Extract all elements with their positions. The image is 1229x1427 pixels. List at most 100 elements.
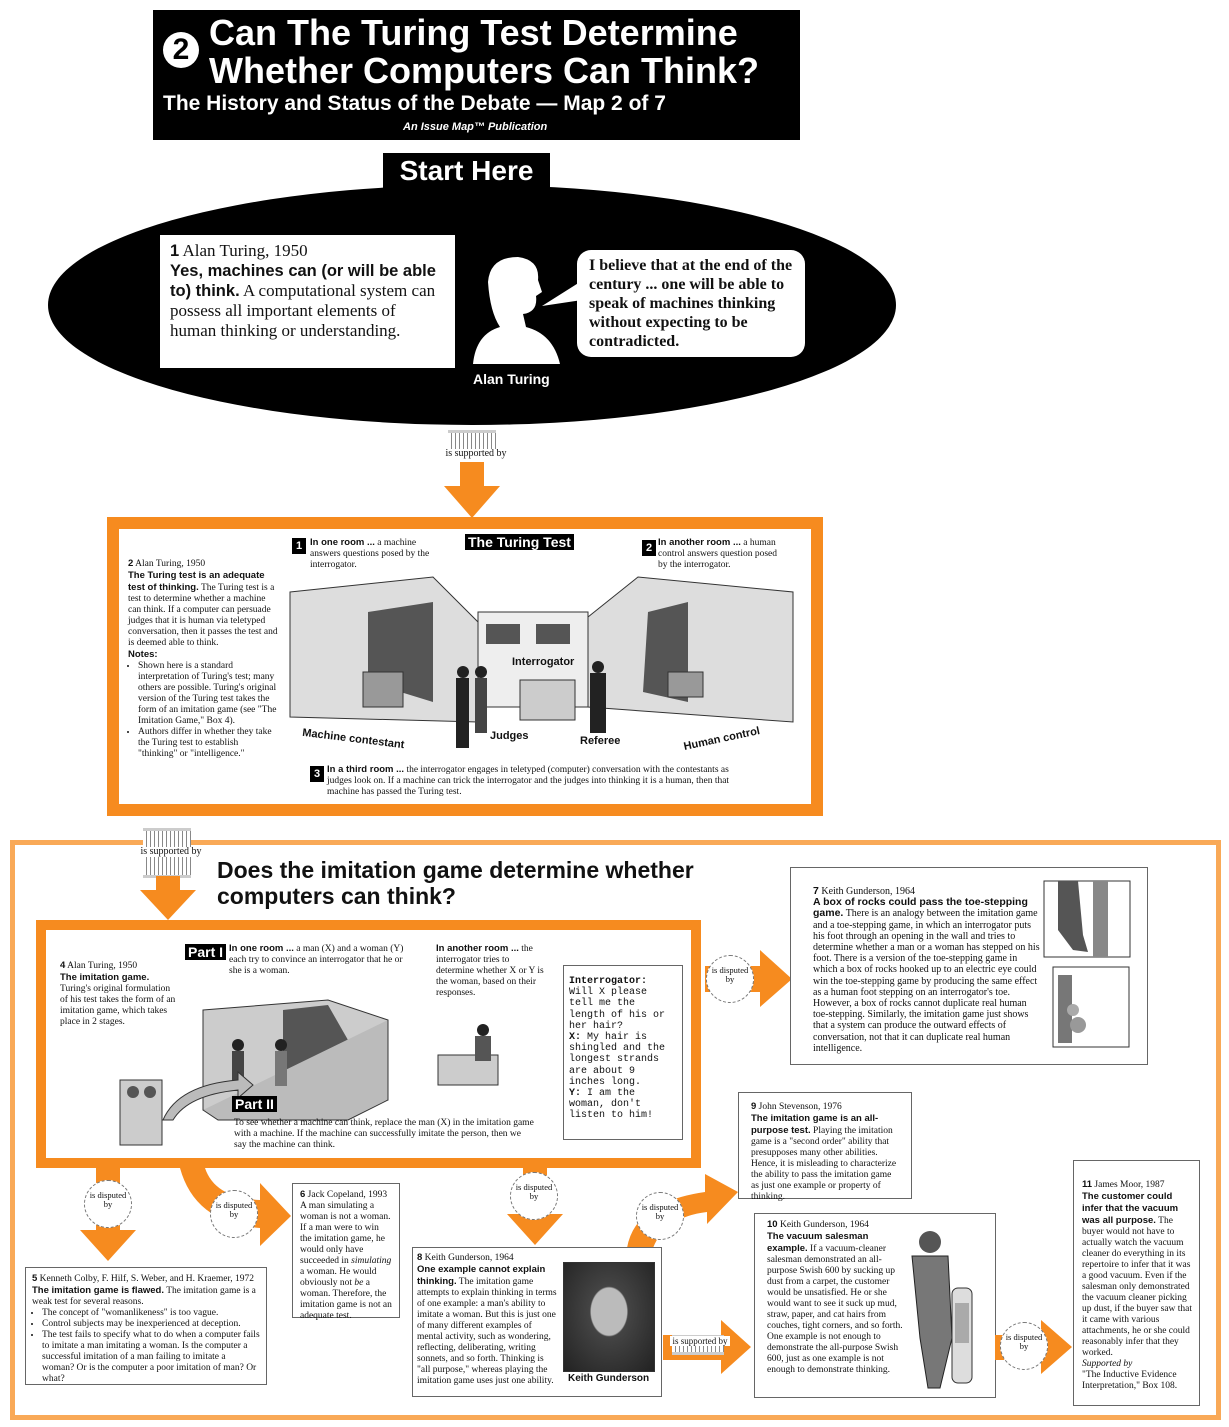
turing-quote-bubble: I believe that at the end of the century… — [577, 250, 805, 357]
box-5[interactable]: 5 Kenneth Colby, F. Hilf, S. Weber, and … — [25, 1267, 267, 1385]
box-text: A man simulating a woman is not a woman.… — [300, 1201, 391, 1266]
box-author: Keith Gunderson, 1964 — [821, 886, 915, 897]
gunderson-photo — [563, 1262, 655, 1372]
box-6[interactable]: 6 Jack Copeland, 1993 A man simulating a… — [292, 1183, 400, 1321]
portrait-label: Alan Turing — [473, 371, 550, 387]
box-author: Alan Turing, 1950 — [67, 961, 138, 971]
box-number: 5 — [32, 1273, 38, 1284]
label-interrogator: Interrogator — [512, 656, 575, 668]
part-1-text: In one room ... a man (X) and a woman (Y… — [229, 943, 409, 977]
box-author: James Moor, 1987 — [1094, 1180, 1165, 1190]
box-text: If a vacuum-cleaner salesman demonstrate… — [767, 1244, 903, 1375]
box-claim: The imitation game is flawed. — [32, 1285, 164, 1296]
part-lead: In one room ... — [229, 943, 294, 954]
transcript-speaker: X: — [569, 1032, 582, 1044]
part-desc: the interrogator tries to determine whet… — [436, 944, 544, 998]
turing-test-title: The Turing Test — [465, 534, 574, 550]
box-text: The imitation game is a weak test for se… — [32, 1286, 256, 1307]
step-3-text: In a third room ... the interrogator eng… — [327, 764, 732, 798]
box-claim: The Turing test is an adequate test of t… — [128, 570, 265, 593]
box-text: The Turing test is a test to determine w… — [128, 583, 278, 648]
start-here-label: Start Here — [383, 153, 550, 189]
speech-bubble-tail — [542, 282, 582, 306]
map-header: 2 Can The Turing Test Determine Whether … — [153, 10, 800, 140]
step-number: 2 — [642, 540, 656, 556]
part-2-text: To see whether a machine can think, repl… — [234, 1118, 534, 1150]
bullet-item: Control subjects may be inexperienced at… — [42, 1319, 260, 1330]
box-author: Jack Copeland, 1993 — [307, 1190, 388, 1200]
box-claim: The customer could infer that the vacuum… — [1082, 1191, 1179, 1226]
note-item: Shown here is a standard interpretation … — [138, 661, 280, 727]
box-number: 11 — [1082, 1179, 1093, 1190]
step-lead: In one room ... — [310, 537, 375, 548]
box-claim: Yes, machines can (or will be able to) t… — [170, 262, 436, 300]
box-9[interactable]: 9 John Stevenson, 1976 The imitation gam… — [738, 1092, 912, 1202]
imitation-game-illustration — [119, 999, 499, 1146]
transcript-line: My hair is shingled and the longest stra… — [569, 1032, 666, 1088]
arrow-down-icon — [444, 462, 500, 518]
box-text: The imitation game attempts to explain t… — [417, 1277, 557, 1386]
part-lead: In another room ... — [436, 943, 519, 954]
step-1-text: In one room ... a machine answers questi… — [310, 537, 440, 571]
box-4-text: 4 Alan Turing, 1950 The imitation game.T… — [60, 960, 180, 1028]
transcript-line: Will X please tell me the length of his … — [569, 987, 666, 1032]
box-text: a woman. Therefore, the imitation game i… — [300, 1278, 392, 1321]
box-text: A computational system can possess all i… — [170, 281, 436, 340]
box-author: Kenneth Colby, F. Hilf, S. Weber, and H.… — [39, 1274, 254, 1284]
another-room-text: In another room ... the interrogator tri… — [436, 943, 546, 999]
vacuum-salesman-illustration — [911, 1231, 973, 1389]
box-author: Keith Gunderson, 1964 — [779, 1220, 869, 1230]
box-author: Keith Gunderson, 1964 — [424, 1253, 514, 1263]
connector-disputed-badge: is disputed by — [510, 1172, 558, 1220]
photo-label: Keith Gunderson — [568, 1373, 650, 1384]
box-1[interactable]: 1 Alan Turing, 1950 Yes, machines can (o… — [160, 235, 455, 368]
supported-by-link[interactable]: "The Inductive Evidence Interpretation,"… — [1082, 1370, 1178, 1391]
box-number: 9 — [751, 1101, 757, 1112]
step-desc: a human control answers question posed b… — [658, 538, 777, 570]
step-2-text: In another room ... a human control answ… — [658, 537, 788, 571]
transcript-speaker: Y: — [569, 1088, 582, 1100]
turing-silhouette-icon — [473, 257, 560, 364]
connector-disputed-badge: is disputed by — [1000, 1322, 1048, 1370]
part-desc: a man (X) and a woman (Y) each try to co… — [229, 944, 404, 976]
turing-test-rooms-illustration — [289, 576, 794, 748]
box-claim: A box of rocks could pass the toe-steppi… — [813, 896, 1028, 920]
box-text: The buyer would not have to actually wat… — [1082, 1216, 1193, 1358]
part-2-label: Part II — [232, 1096, 277, 1112]
label-judges: Judges — [490, 730, 529, 742]
connector-supported-label: is supported by — [438, 449, 514, 459]
toe-stepping-illustration — [1043, 880, 1131, 1048]
connector-disputed-badge: is disputed by — [210, 1190, 258, 1238]
part-1-label: Part I — [185, 944, 227, 960]
region-question: Does the imitation game determine whethe… — [217, 857, 694, 909]
step-desc: a machine answers questions posed by the… — [310, 538, 430, 570]
box-10[interactable]: 10 Keith Gunderson, 1964 The vacuum sale… — [754, 1213, 996, 1398]
box-11[interactable]: 11 James Moor, 1987 The customer could i… — [1073, 1160, 1200, 1406]
step-lead: In a third room ... — [327, 764, 405, 775]
box-text: Playing the imitation game is a "second … — [751, 1126, 897, 1202]
note-item: Authors differ in whether they take the … — [138, 727, 280, 760]
transcript-line: I am the woman, don't listen to him! — [569, 1088, 654, 1122]
connector-disputed-badge: is disputed by — [84, 1180, 132, 1228]
box-claim: The vacuum salesman example. — [767, 1231, 869, 1254]
box-author: John Stevenson, 1976 — [758, 1102, 842, 1112]
box-number: 6 — [300, 1189, 306, 1200]
box-claim: The imitation game. — [60, 972, 150, 983]
map-title: Can The Turing Test Determine Whether Co… — [209, 12, 760, 91]
box-number: 8 — [417, 1252, 423, 1263]
connector-supported-label: is supported by — [133, 847, 209, 857]
box-text-emphasis: simulating — [351, 1256, 392, 1266]
connector-supported-label: is supported by — [670, 1336, 730, 1346]
box-number: 7 — [813, 885, 819, 897]
box-text: a woman. He would obviously not — [300, 1267, 377, 1288]
notes-label: Notes: — [128, 649, 158, 660]
box-2-text: 2 Alan Turing, 1950 The Turing test is a… — [128, 558, 280, 760]
imitation-game-region — [10, 840, 1221, 1420]
step-desc: the interrogator engages in teletyped (c… — [327, 765, 730, 797]
box-number: 1 — [170, 242, 180, 260]
box-claim: One example cannot explain thinking. — [417, 1264, 546, 1287]
bullet-item: The test fails to specify what to do whe… — [42, 1330, 260, 1385]
box-text: Turing's original formulation of his tes… — [60, 984, 176, 1027]
connector-disputed-badge: is disputed by — [706, 955, 754, 1003]
map-subtitle: The History and Status of the Debate — M… — [163, 92, 666, 115]
